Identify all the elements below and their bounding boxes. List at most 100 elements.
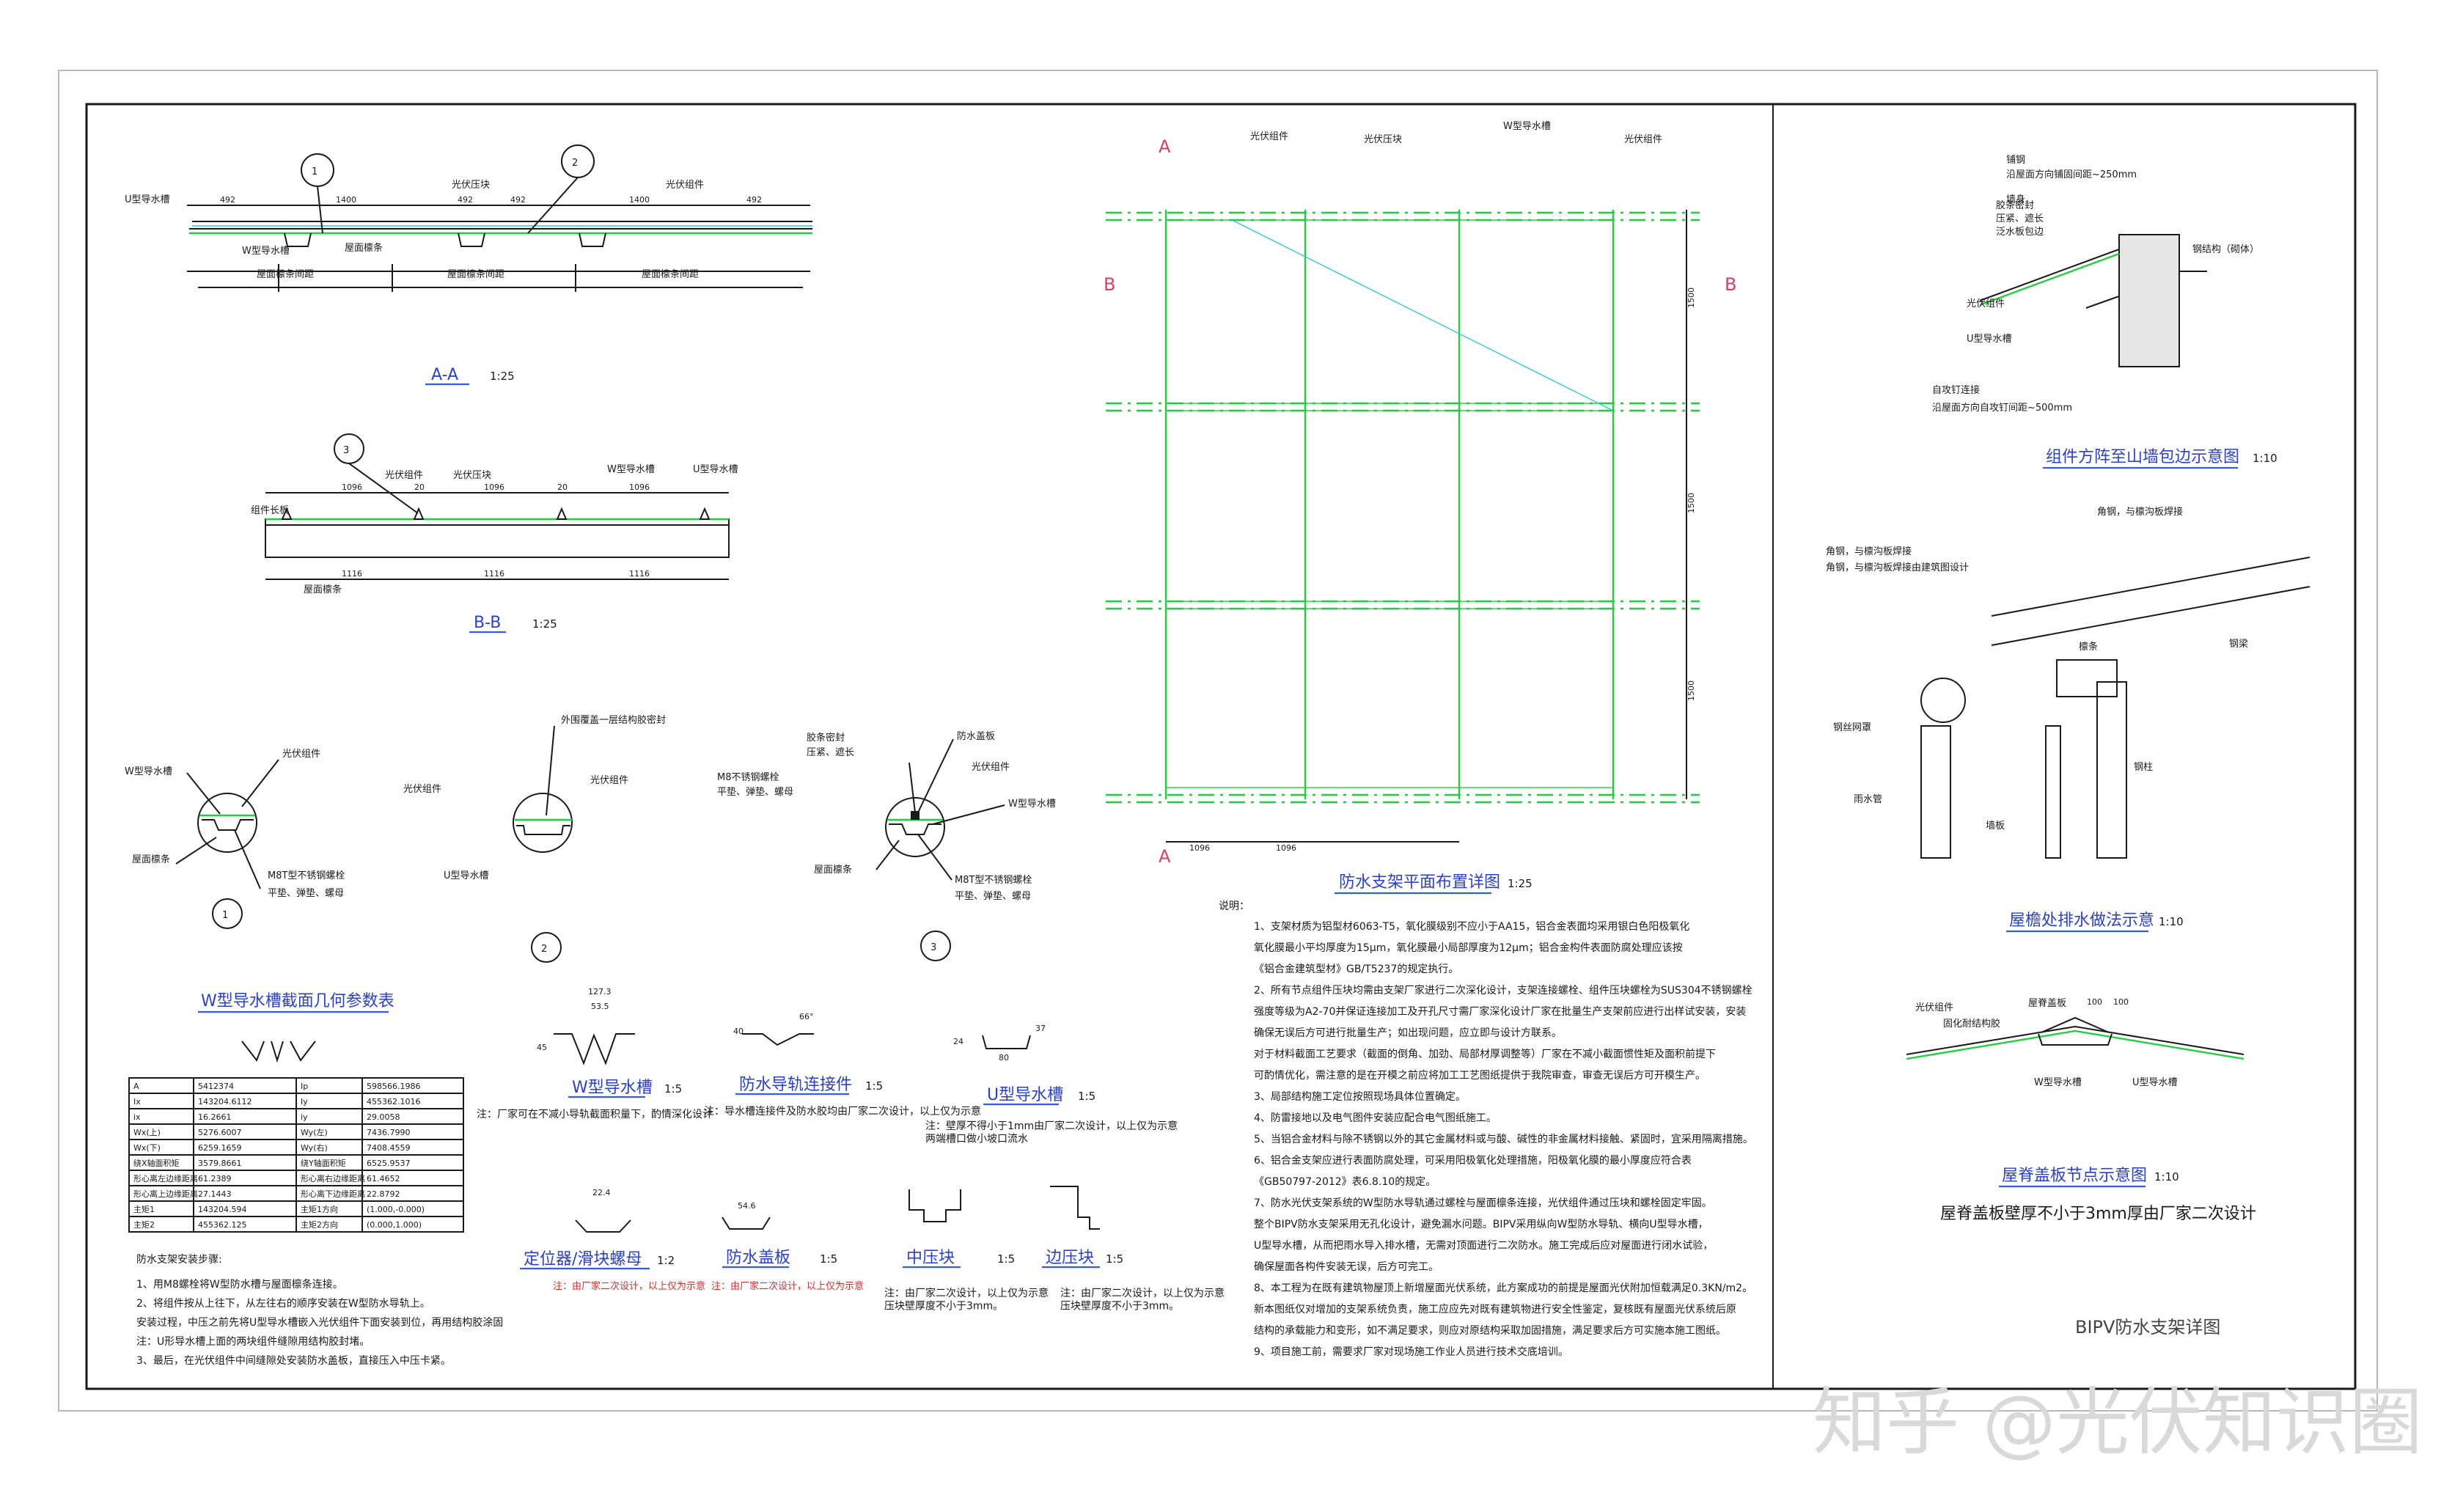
plan-label-w: W型导水槽 [1503, 121, 1551, 132]
note-line: 6、铝合金支架应进行表面防腐处理，可采用阳极氧化处理措施，阳极氧化膜的最小厚度应… [1254, 1154, 1692, 1167]
aa-title: A-A [431, 366, 458, 384]
param-cell: 形心离下边缘距离 [301, 1189, 365, 1199]
plan-cut-a2: A [1159, 846, 1171, 867]
param-cell: 形心离左边缘距离 [133, 1173, 198, 1183]
eave-title: 屋檐处排水做法示意 [2009, 911, 2154, 930]
eave-downpipe: 雨水管 [1854, 794, 1882, 805]
sheet-title: BIPV防水支架详图 [2075, 1317, 2220, 1337]
general-notes: 说明： 1、支架材质为铝型材6063-T5，氧化膜级别不应小于AA15，铝合金表… [1219, 900, 1753, 1358]
ridge-cover: 屋脊盖板 [2028, 998, 2066, 1009]
note-line: 8、本工程为在既有建筑物屋顶上新增屋面光伏系统，此方案成功的前提是屋面光伏附加恒… [1254, 1282, 1752, 1294]
bb-dim-2: 20 [414, 482, 425, 492]
pe-note: 注：由厂家二次设计，以上仅为示意压块壁厚度不小于3mm。 [1060, 1287, 1225, 1313]
pc-dim2: 40 [733, 1027, 744, 1036]
bb-dim-5: 1096 [629, 482, 650, 492]
pm-scale: 1:5 [997, 1252, 1015, 1266]
plan-dim-r2: 1500 [1686, 493, 1696, 513]
section-aa: 1 2 U型导水槽 光伏压块 光伏组件 W型导水槽 屋面檩条 492 1400 … [125, 144, 812, 386]
gable-structure: 钢结构（砌体） [2192, 244, 2259, 255]
param-cell: 形心离上边缘距离 [133, 1189, 198, 1199]
marker-aa-2: 2 [572, 158, 578, 169]
pw-dim2: 53.5 [591, 1002, 609, 1011]
eave-column: 钢柱 [2134, 762, 2153, 773]
note-line: 1、支架材质为铝型材6063-T5，氧化膜级别不应小于AA15，铝合金表面均采用… [1254, 920, 1689, 933]
eave-mesh: 钢丝网罩 [1833, 722, 1871, 733]
param-cell: ix [133, 1112, 141, 1122]
note-line: 7、防水光伏支架系统的W型防水导轨通过螺栓与屋面檩条连接，光伏组件通过压块和螺栓… [1254, 1197, 1712, 1209]
note-line: 《GB50797-2012》表6.8.10的规定。 [1254, 1176, 1436, 1188]
param-cell: (1.000,-0.000) [367, 1205, 425, 1214]
aa-dim-1: 492 [220, 195, 235, 205]
param-cell: 61.4652 [367, 1174, 400, 1183]
pw-name: W型导水槽 [572, 1079, 653, 1097]
profile-w-trough: 127.3 53.5 45 W型导水槽 1:5 注：厂家可在不减小导轨截面积量下… [477, 987, 713, 1120]
pc-name: 防水导轨连接件 [739, 1076, 852, 1094]
plan-diagonal [1231, 219, 1614, 411]
aa-scale: 1:25 [490, 370, 515, 383]
d3-purlin: 屋面檩条 [814, 864, 852, 876]
eave-purlin: 檩条 [2079, 641, 2098, 653]
pu-dim1: 80 [999, 1053, 1009, 1063]
eave-scale: 1:10 [2159, 915, 2184, 928]
note-line: 对于材料截面工艺要求（截面的倒角、加劲、局部材厚调整等）厂家在不减小截面惯性矩及… [1254, 1048, 1716, 1060]
bb-dim-b3: 1116 [629, 569, 650, 579]
bb-dim-4: 20 [557, 482, 568, 492]
param-cell: 61.2389 [198, 1174, 232, 1183]
aa-label-w-trough: W型导水槽 [242, 246, 290, 257]
pu-note: 注：壁厚不得小于1mm由厂家二次设计，以上仅为示意两端槽口做小坡口流水 [925, 1120, 1178, 1145]
gable-screw-spacing: 沿屋面方向自攻钉间距~500mm [1932, 402, 2072, 414]
note-line: 4、防雷接地以及电气图件安装应配合电气图纸施工。 [1254, 1112, 1497, 1124]
d3-seal: 胶条密封 [807, 732, 845, 744]
install-step-1: 1、用M8螺栓将W型防水槽与屋面檩条连接。 [136, 1278, 343, 1291]
pp-scale: 1:5 [820, 1252, 837, 1266]
param-cell: Ix [133, 1097, 141, 1107]
ps-dim: 22.4 [592, 1188, 611, 1197]
param-cell: (0.000,1.000) [367, 1220, 422, 1230]
plan-module-row [1165, 219, 1614, 404]
ps-scale: 1:2 [657, 1254, 675, 1267]
marker-bb-3: 3 [343, 445, 349, 456]
d2-sealant: 外围覆盖一层结构胶密封 [561, 714, 666, 726]
param-cell: 29.0058 [367, 1112, 400, 1122]
ps-note: 注：由厂家二次设计，以上仅为示意 [553, 1280, 705, 1292]
d1-bolt: M8T型不锈钢螺栓 [268, 870, 345, 881]
note-line: 9、项目施工前，需要求厂家对现场施工作业人员进行技术交底培训。 [1254, 1346, 1568, 1358]
note-line: 结构的承载能力和变形，如不满足要求，则应对原结构采取加固措施，满足要求后方可实施… [1254, 1324, 1726, 1337]
ridge-glue: 固化耐结构胶 [1943, 1018, 2000, 1030]
note-line: 新本图纸仅对增加的支架系统负责，施工应应先对既有建筑物进行安全性鉴定，复核既有屋… [1254, 1303, 1736, 1315]
param-cell: 7408.4559 [367, 1143, 411, 1153]
plan-label-press: 光伏压块 [1364, 134, 1402, 145]
inner-frame [85, 103, 2357, 1390]
d2-u-trough: U型导水槽 [444, 870, 489, 881]
aa-dim-3: 492 [458, 195, 473, 205]
d2-module-r: 光伏组件 [590, 775, 628, 786]
plan-module-row [1165, 410, 1614, 602]
param-cell: Wy(左) [301, 1128, 328, 1137]
detail-2: 外围覆盖一层结构胶密封 光伏组件 光伏组件 U型导水槽 2 [403, 714, 666, 963]
bb-scale: 1:25 [532, 617, 557, 631]
param-cell: Iy [301, 1097, 308, 1107]
gable-u: U型导水槽 [1967, 334, 2012, 345]
ridge-note: 屋脊盖板壁厚不小于3mm厚由厂家二次设计 [1940, 1205, 2256, 1223]
profile-connector: 66° 40 防水导轨连接件 1:5 注：导水槽连接件及防水胶均由厂家二次设计，… [704, 1012, 981, 1118]
watermark: 知乎 @光伏知识圈 [1813, 1379, 2423, 1465]
param-cell: Wy(右) [301, 1142, 328, 1153]
note-line: 可酌情优化，需注意的是在开模之前应将加工工艺图纸提供于我院审查，审查无误后方可开… [1254, 1069, 1706, 1082]
bb-label-module: 光伏组件 [385, 470, 423, 481]
install-step-3: 3、最后，在光伏组件中间缝隙处安装防水盖板，直接压入中压卡紧。 [136, 1354, 451, 1367]
gable-detail: 铺钢 沿屋面方向铺固间距~250mm 墙身 胶条密封 压紧、遮长 泛水板包边 光… [1932, 155, 2277, 469]
param-cell: 5412374 [198, 1082, 234, 1091]
eave-angle3: 角钢，与檩沟板焊接 [2097, 506, 2183, 518]
param-cell: 主矩1方向 [301, 1204, 338, 1214]
ridge-title: 屋脊盖板节点示意图 [2002, 1167, 2147, 1185]
pp-note: 注：由厂家二次设计，以上仅为示意 [711, 1280, 864, 1292]
plan-cut-b1: B [1104, 274, 1115, 295]
aa-spacing-2: 屋面檩条间距 [447, 268, 504, 280]
install-step-2: 2、将组件按从上往下，从左往右的顺序安装在W型防水导轨上。 [136, 1298, 430, 1310]
d1-purlin: 屋面檩条 [132, 854, 170, 865]
param-cell: A [133, 1082, 139, 1091]
pe-name: 边压块 [1046, 1249, 1094, 1267]
param-cell: 7436.7990 [367, 1128, 411, 1137]
aa-dim-4: 492 [510, 195, 526, 205]
